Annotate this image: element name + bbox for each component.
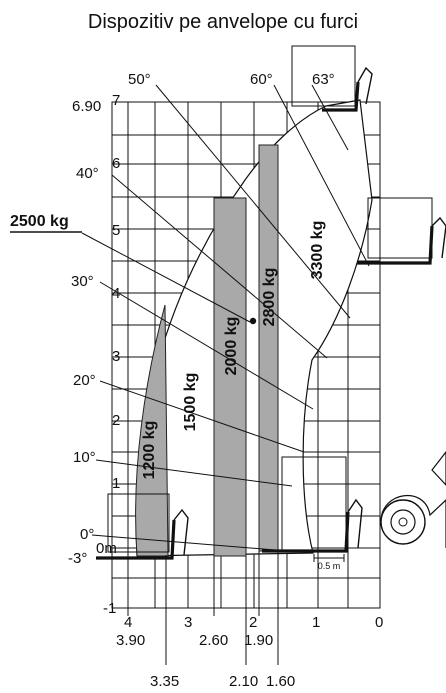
load-zones (135, 144, 279, 557)
height-tick-7: 7 (112, 92, 120, 109)
reach-tick-2: 2 (249, 614, 257, 631)
height-tick-minus1: -1 (103, 600, 116, 617)
reach-335: 3.35 (150, 673, 179, 690)
zone-label-1500: 1500 kg (182, 373, 199, 432)
machine-icon (380, 451, 446, 548)
height-tick-1: 1 (112, 475, 120, 492)
height-tick-2: 2 (112, 412, 120, 429)
scale-bar: 0.5 m (313, 554, 345, 571)
zone-labels: 1200 kg 1500 kg 2000 kg 2800 kg 3300 kg (141, 221, 326, 480)
zone-1200 (135, 304, 169, 557)
zone-label-2800: 2800 kg (261, 268, 278, 327)
zone-2000 (213, 197, 247, 557)
reach-190: 1.90 (244, 632, 273, 649)
boom-envelope (135, 99, 373, 557)
height-tick-6: 6 (112, 155, 120, 172)
angle-60: 60° (250, 71, 273, 88)
height-tick-4: 4 (112, 285, 120, 302)
reach-210: 2.10 (229, 673, 258, 690)
angle-63: 63° (312, 71, 335, 88)
angle-minus3: -3° (68, 550, 87, 567)
chart-title: Dispozitiv pe anvelope cu furci (88, 11, 358, 33)
height-tick-0m: 0m (96, 540, 117, 557)
zone-label-3300: 3300 kg (309, 221, 326, 280)
height-top-value: 6.90 (72, 98, 101, 115)
callout-label: 2500 kg (10, 213, 69, 230)
angle-20: 20° (73, 372, 96, 389)
angle-30: 30° (71, 273, 94, 290)
angle-40: 40° (76, 165, 99, 182)
reach-tick-0: 0 (375, 614, 383, 631)
reach-160: 1.60 (266, 673, 295, 690)
reach-axis: 4 3 2 1 0 3.90 3.35 2.60 1.90 2.10 1.60 (116, 614, 383, 690)
angle-0: 0° (80, 526, 94, 543)
reach-tick-4: 4 (124, 614, 132, 631)
scale-bar-label: 0.5 m (318, 561, 341, 571)
angle-labels: 63° 60° 50° 40° 30° 20° 10° 0° -3° (68, 71, 335, 567)
zone-label-1200: 1200 kg (141, 421, 158, 480)
reach-260: 2.60 (199, 632, 228, 649)
height-axis: 6.90 7 6 5 4 3 2 1 0m -1 (72, 92, 120, 617)
reach-tick-3: 3 (184, 614, 192, 631)
height-tick-5: 5 (112, 222, 120, 239)
angle-rays (81, 84, 370, 553)
callout-dot (249, 317, 257, 325)
fork-icons (96, 45, 446, 560)
angle-50: 50° (128, 71, 151, 88)
angle-10: 10° (73, 449, 96, 466)
height-tick-3: 3 (112, 348, 120, 365)
zone-2800 (258, 144, 279, 552)
reach-390: 3.90 (116, 632, 145, 649)
reach-tick-1: 1 (312, 614, 320, 631)
zone-label-2000: 2000 kg (223, 317, 240, 376)
